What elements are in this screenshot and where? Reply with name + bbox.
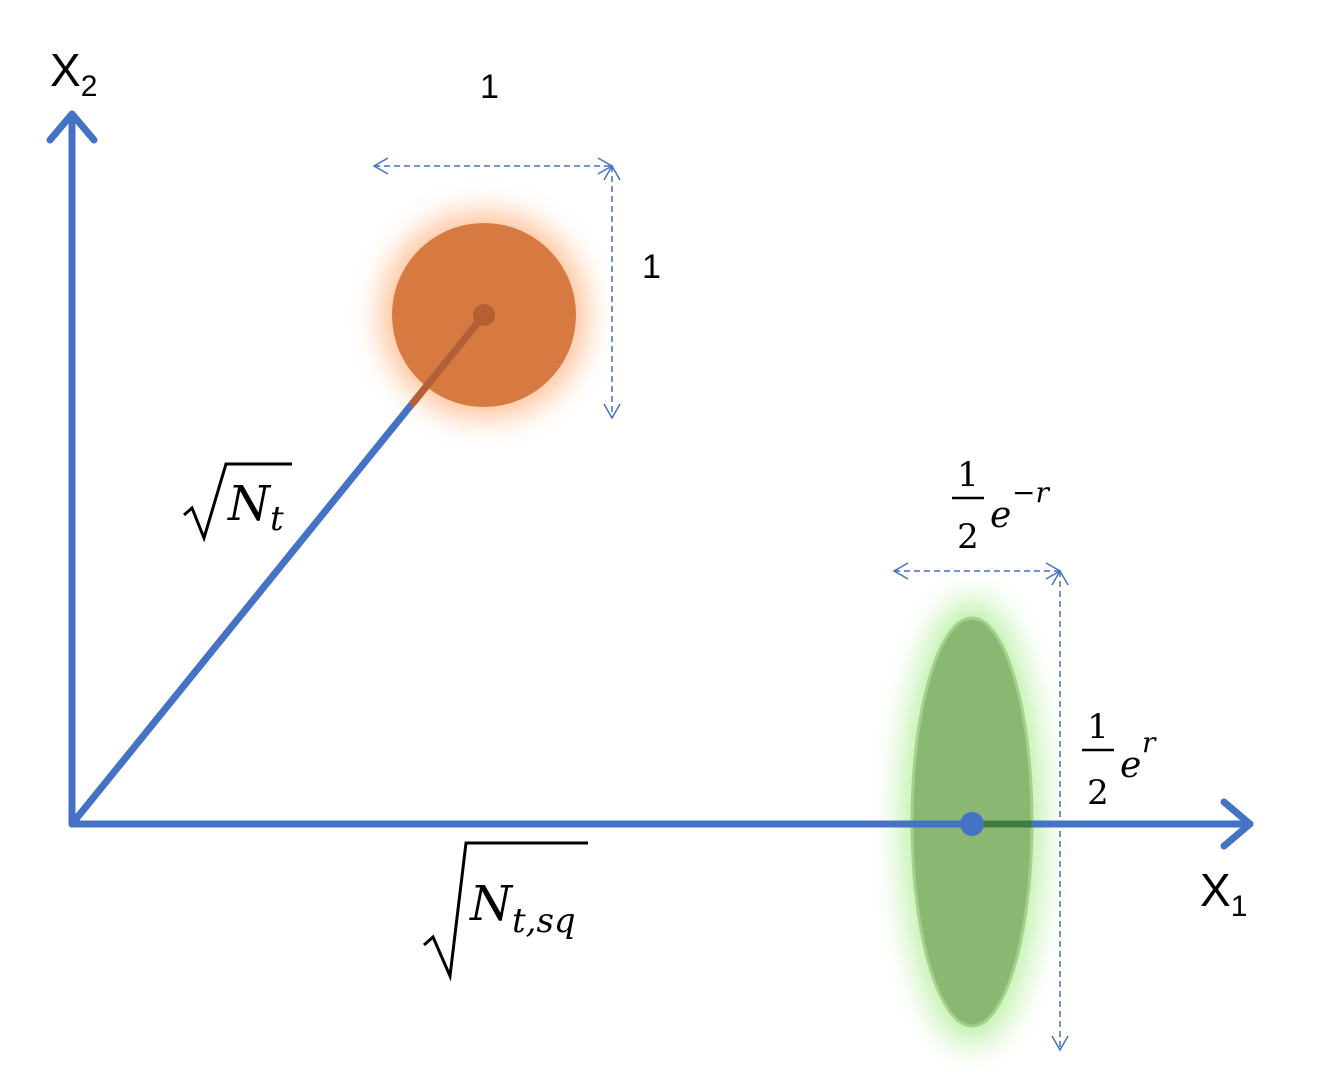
svg-text:e: e — [990, 495, 1011, 536]
coherent-radius-label: Nt — [183, 462, 292, 543]
x-axis-arrowhead — [1220, 798, 1254, 850]
svg-text:Nt: Nt — [227, 476, 284, 539]
coherent-height-arrow-bottom — [603, 403, 621, 420]
svg-text:2: 2 — [957, 517, 979, 557]
coherent-height-label: 1 — [642, 248, 661, 286]
coherent-width-arrow-left — [372, 157, 389, 175]
svg-text:Nt,sq: Nt,sq — [469, 876, 576, 941]
svg-text:r: r — [1142, 726, 1157, 759]
svg-text:−r: −r — [1012, 476, 1050, 509]
x-axis-label: X1 — [1200, 864, 1247, 923]
squeezed-height-arrow-top — [1051, 569, 1069, 586]
displacement-overlap-segment — [409, 311, 488, 407]
squeezed-width-arrow-left — [892, 562, 909, 580]
y-axis-arrowhead — [46, 110, 98, 144]
coherent-width-label: 1 — [480, 68, 499, 106]
svg-text:e: e — [1120, 745, 1141, 786]
coherent-state-center — [473, 304, 495, 326]
squeezed-distance-root-sign — [423, 841, 588, 982]
squeezed-height-arrow-bottom — [1051, 1035, 1069, 1052]
squeezed-dimension-lines — [894, 570, 1061, 1050]
squeezed-state-center — [960, 812, 984, 836]
squeezed-width-label: 1 2 e −r — [952, 455, 1050, 557]
svg-text:2: 2 — [1087, 773, 1109, 813]
coherent-radius-root-sign — [183, 462, 292, 543]
squeezed-height-label: 1 2 e r — [1082, 707, 1157, 813]
coherent-dimension-lines — [374, 165, 613, 418]
squeezed-distance-label: Nt,sq — [423, 841, 588, 982]
y-axis-label: X2 — [50, 44, 97, 103]
coherent-height-arrow-top — [603, 164, 621, 181]
svg-text:1: 1 — [957, 455, 979, 495]
svg-text:1: 1 — [1087, 707, 1109, 747]
